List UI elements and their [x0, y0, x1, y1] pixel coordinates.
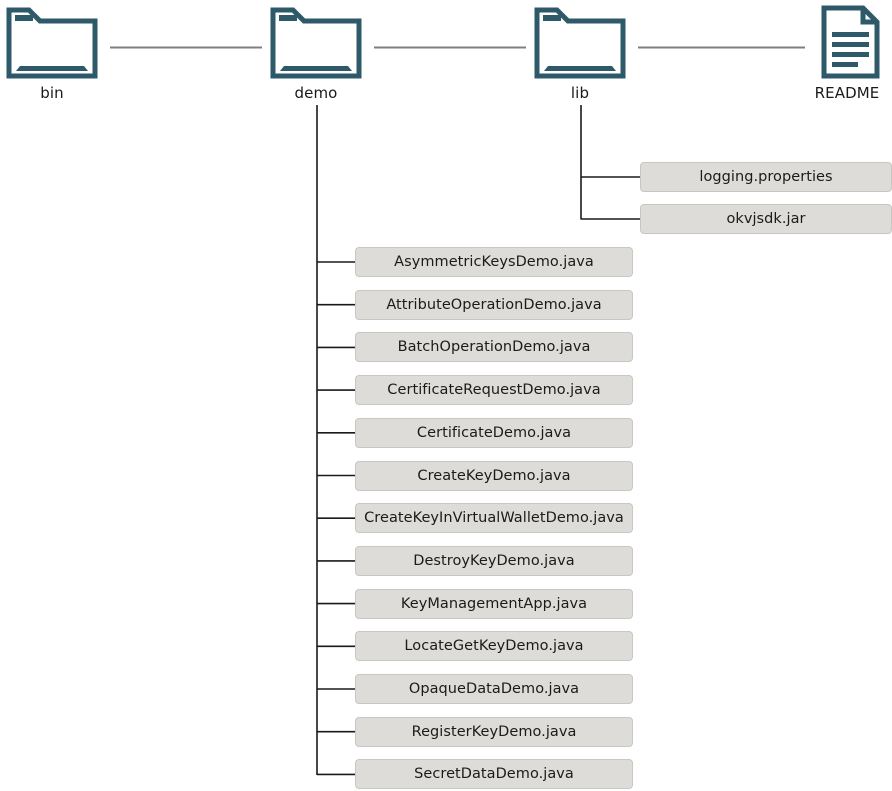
file-box-demo-item[interactable]: CreateKeyInVirtualWalletDemo.java: [355, 503, 633, 534]
folder-icon: [4, 2, 100, 84]
file-box-demo-item[interactable]: CertificateRequestDemo.java: [355, 375, 633, 406]
file-box-demo-item[interactable]: LocateGetKeyDemo.java: [355, 631, 633, 662]
file-box-demo-item[interactable]: OpaqueDataDemo.java: [355, 674, 633, 704]
document-icon: [799, 2, 892, 84]
file-box-demo-item[interactable]: AttributeOperationDemo.java: [355, 289, 633, 320]
tree-node-lib[interactable]: lib: [532, 2, 628, 102]
file-box-demo-item[interactable]: BatchOperationDemo.java: [355, 332, 633, 363]
file-box-demo-item[interactable]: RegisterKeyDemo.java: [355, 716, 633, 747]
file-box-lib-item[interactable]: logging.properties: [640, 162, 892, 192]
file-box-demo-item[interactable]: SecretDataDemo.java: [355, 759, 633, 790]
file-box-demo-item[interactable]: DestroyKeyDemo.java: [355, 545, 633, 576]
file-box-demo-item[interactable]: KeyManagementApp.java: [355, 588, 633, 619]
file-box-demo-item[interactable]: AsymmetricKeysDemo.java: [355, 247, 633, 277]
tree-node-label: README: [814, 84, 880, 102]
file-box-demo-item[interactable]: CertificateDemo.java: [355, 417, 633, 448]
tree-node-readme[interactable]: README: [799, 2, 892, 102]
tree-node-demo[interactable]: demo: [268, 2, 364, 102]
folder-icon: [532, 2, 628, 84]
tree-node-bin[interactable]: bin: [4, 2, 100, 102]
tree-node-label: lib: [570, 84, 590, 102]
tree-node-label: bin: [40, 84, 64, 102]
file-box-lib-item[interactable]: okvjsdk.jar: [640, 204, 892, 234]
file-box-demo-item[interactable]: CreateKeyDemo.java: [355, 460, 633, 491]
folder-icon: [268, 2, 364, 84]
tree-node-label: demo: [294, 84, 338, 102]
